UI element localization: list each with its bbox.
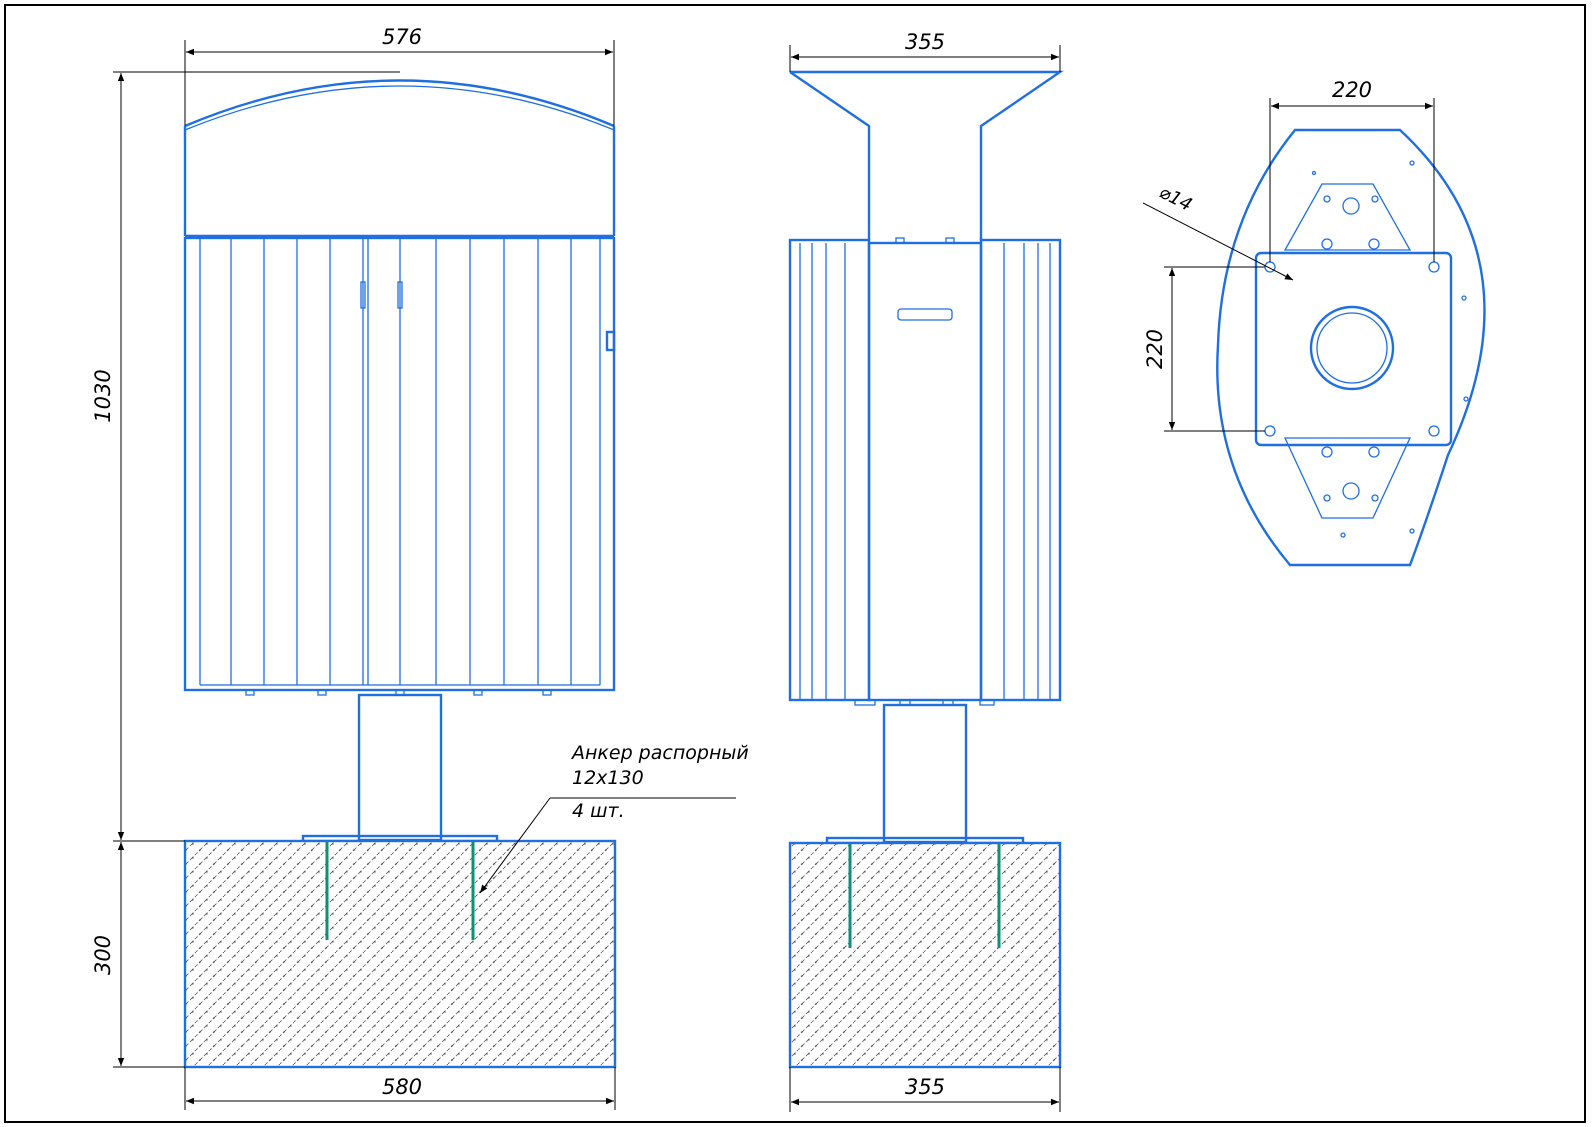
side-view bbox=[788, 70, 1064, 1069]
plan-view bbox=[1216, 128, 1486, 567]
brand-plate bbox=[897, 308, 953, 321]
anchor-note-line2: 12x130 bbox=[572, 767, 644, 789]
front-latch bbox=[605, 330, 616, 352]
plan-hole-tr bbox=[1428, 261, 1440, 273]
side-center-panel bbox=[867, 241, 983, 702]
sheet-frame bbox=[4, 4, 1586, 1123]
plan-lower-bracket bbox=[1283, 437, 1412, 519]
dim-hole-diameter: ⌀14 bbox=[1156, 182, 1196, 216]
side-dimensions: 355 355 bbox=[789, 30, 1061, 1112]
anchor-note: Анкер распорный 12x130 4 шт. bbox=[479, 742, 749, 894]
side-right-slats bbox=[979, 238, 1062, 702]
plan-hole-br bbox=[1428, 425, 1440, 437]
plan-outline bbox=[1216, 128, 1486, 567]
side-post bbox=[882, 703, 968, 844]
dim-side-width: 355 bbox=[905, 30, 945, 54]
dim-side-base-width: 355 bbox=[905, 1075, 945, 1099]
dim-total-height: 1030 bbox=[91, 369, 115, 422]
plan-hole-bl bbox=[1264, 425, 1276, 437]
plan-baseplate bbox=[1254, 251, 1453, 447]
front-slats bbox=[199, 238, 601, 686]
dim-plan-width: 220 bbox=[1332, 78, 1372, 102]
anchor-note-line3: 4 шт. bbox=[572, 800, 625, 822]
front-dimensions: 576 1030 300 580 bbox=[91, 25, 616, 1110]
side-left-slats bbox=[788, 238, 871, 702]
dim-front-width: 576 bbox=[382, 25, 422, 49]
plan-post-outer bbox=[1309, 305, 1395, 391]
dim-base-height: 300 bbox=[91, 935, 115, 975]
plan-upper-bracket bbox=[1283, 183, 1412, 251]
side-funnel bbox=[789, 70, 1064, 240]
front-view bbox=[183, 79, 617, 1069]
front-concrete-base bbox=[183, 839, 617, 1069]
front-lid bbox=[184, 79, 615, 128]
anchor-note-line1: Анкер распорный bbox=[570, 742, 749, 764]
dim-plan-height: 220 bbox=[1143, 329, 1167, 369]
front-post bbox=[357, 693, 443, 842]
side-concrete-base bbox=[788, 841, 1062, 1069]
dim-front-base-width: 580 bbox=[382, 1075, 422, 1099]
